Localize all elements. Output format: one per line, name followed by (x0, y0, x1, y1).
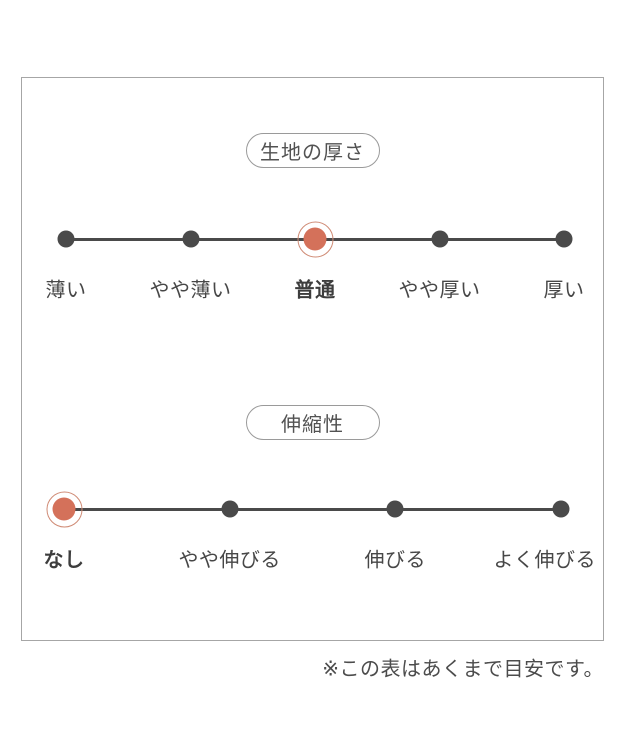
stretch-title: 伸縮性 (281, 414, 344, 436)
stretch-label-somewhat: やや伸びる (178, 549, 281, 572)
thickness-label-somewhat-thin: やや薄い (149, 279, 232, 302)
stretch-dot-stretches (386, 500, 404, 518)
thickness-label-thin: 薄い (45, 279, 87, 302)
stretch-label-none-selected: なし (43, 549, 85, 572)
thickness-label-thick: 厚い (543, 279, 585, 302)
stretch-label-well: よく伸びる (493, 549, 596, 572)
thickness-dot-thick (555, 230, 573, 248)
thickness-dot-somewhat-thin (182, 230, 199, 248)
spec-panel: 生地の厚さ 薄い やや薄い 普通 やや厚い 厚い 伸縮性 なし やや伸びる 伸び… (21, 77, 604, 641)
thickness-label-normal-selected: 普通 (294, 279, 336, 302)
disclaimer-note: ※この表はあくまで目安です。 (322, 658, 604, 681)
stretch-title-pill: 伸縮性 (245, 405, 380, 440)
stretch-label-stretches: 伸びる (364, 549, 427, 572)
stretch-dot-somewhat (221, 500, 239, 518)
thickness-title: 生地の厚さ (260, 142, 365, 164)
thickness-label-somewhat-thick: やや厚い (398, 279, 481, 302)
thickness-dot-somewhat-thick (431, 230, 448, 248)
thickness-dot-normal-selected (303, 227, 327, 251)
thickness-title-pill: 生地の厚さ (245, 133, 380, 168)
stretch-dot-none-selected (52, 497, 76, 521)
stretch-track (64, 508, 561, 511)
stretch-dot-well (552, 500, 570, 518)
thickness-dot-thin (57, 230, 75, 248)
